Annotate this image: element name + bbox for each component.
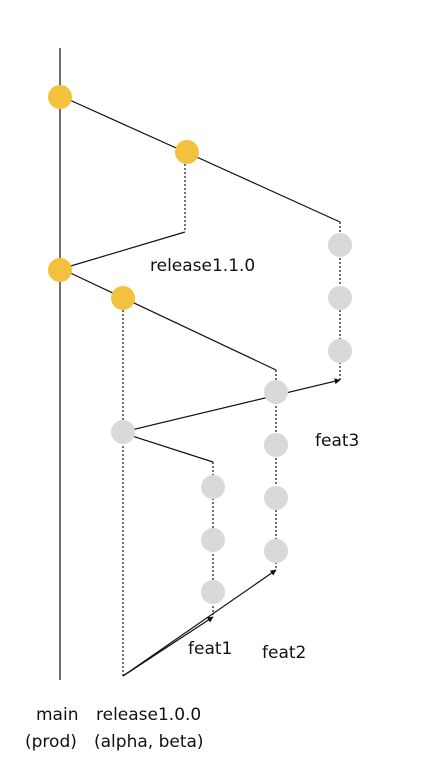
arrow-release110-to-main: [62, 96, 186, 153]
label-release100-env: (alpha, beta): [94, 732, 204, 752]
release100-commit: [111, 286, 135, 310]
arrow-feat1-to-release100: [125, 432, 214, 463]
arrow-release110-branch-to-main: [63, 231, 186, 270]
release110-commit: [175, 140, 199, 164]
feat1-commit-1: [201, 475, 225, 499]
label-feat2: feat2: [262, 643, 306, 663]
feat3-commit-2: [328, 286, 352, 310]
release100-feature-commit: [111, 420, 135, 444]
label-feat3: feat3: [315, 431, 359, 451]
label-main-name: main: [36, 705, 78, 725]
main-commit-2: [48, 258, 72, 282]
feat3-commit-1: [328, 233, 352, 257]
main-commit-1: [48, 85, 72, 109]
arrow-release100-to-feat2: [122, 569, 277, 677]
label-feat1: feat1: [188, 639, 232, 659]
feat2-commit-2: [264, 433, 288, 457]
feat2-commit-1: [264, 380, 288, 404]
feat3-commit-3: [328, 339, 352, 363]
feat2-commit-3: [264, 486, 288, 510]
label-main-env: (prod): [25, 732, 77, 752]
feat1-commit-2: [201, 528, 225, 552]
arrow-release100-to-main: [63, 269, 277, 371]
feat1-commit-3: [201, 580, 225, 604]
arrow-feat3-to-release110: [189, 153, 341, 223]
arrow-release100-to-feat1: [122, 616, 214, 677]
label-release110: release1.1.0: [150, 256, 255, 276]
label-release100-name: release1.0.0: [96, 705, 201, 725]
feat2-commit-4: [264, 539, 288, 563]
arrow-release100-to-feat3: [122, 378, 341, 433]
